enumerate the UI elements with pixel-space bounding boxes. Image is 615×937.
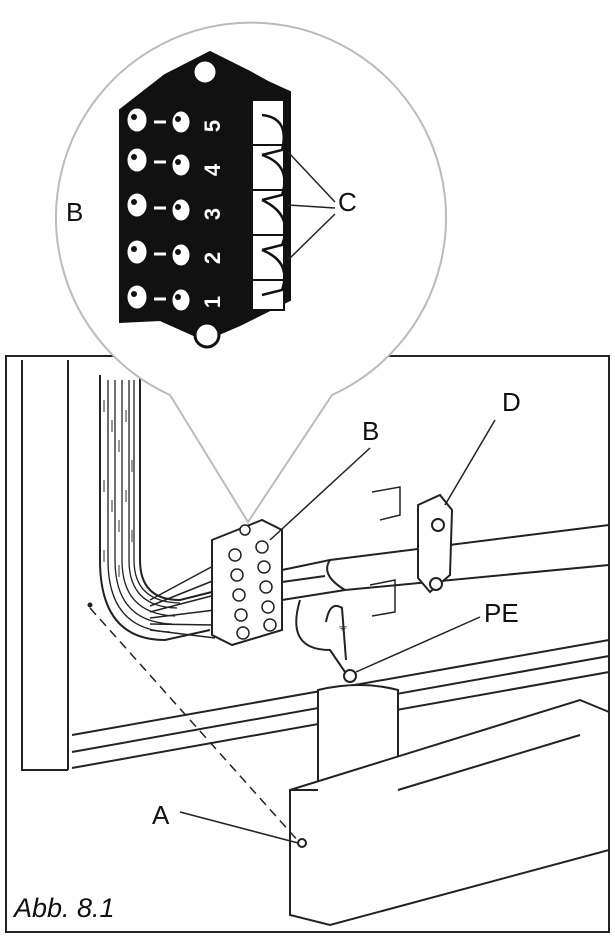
label-b-main: B: [362, 416, 379, 446]
detail-terminal-block: 5 4 3 2 1: [119, 50, 291, 349]
label-b-detail: B: [66, 197, 83, 227]
wall-screw-hole: [87, 602, 93, 608]
detail-right-screws: [169, 108, 193, 314]
terminal-block-main: [211, 518, 283, 647]
label-d: D: [502, 387, 521, 417]
figure-caption: Abb. 8.1: [14, 893, 115, 923]
detail-left-screws: [124, 105, 150, 312]
top-mount-screw: [191, 58, 219, 86]
cable-texture: [103, 400, 133, 577]
terminal-number-2: 2: [200, 252, 225, 264]
terminal-screws-main: [228, 540, 277, 640]
cable-clamp: [417, 493, 454, 594]
cover-panel: [289, 684, 610, 927]
cabinet-wall: [21, 360, 69, 771]
panel-brackets: [369, 486, 401, 617]
alignment-dashed-line: [89, 607, 301, 844]
side-panel-dividers: [252, 144, 284, 281]
label-c: C: [338, 187, 357, 217]
supply-cable: [281, 524, 610, 601]
svg-text:⏚: ⏚: [337, 619, 349, 633]
label-pe: PE: [484, 598, 519, 628]
terminal-number-4: 4: [200, 163, 225, 176]
bridge-loops: [261, 113, 287, 297]
label-a: A: [152, 800, 170, 830]
terminal-mount-screw: [239, 524, 251, 536]
terminal-number-1: 1: [200, 296, 225, 308]
terminal-number-3: 3: [200, 208, 225, 220]
screw-dots: [131, 114, 181, 300]
terminal-number-5: 5: [200, 120, 225, 132]
leader-lines: [179, 151, 496, 844]
bottom-mount-screw: [193, 321, 221, 349]
pe-wire: ⏚: [295, 599, 357, 683]
wire-ends: [149, 564, 216, 639]
pin-separators: [154, 120, 166, 301]
